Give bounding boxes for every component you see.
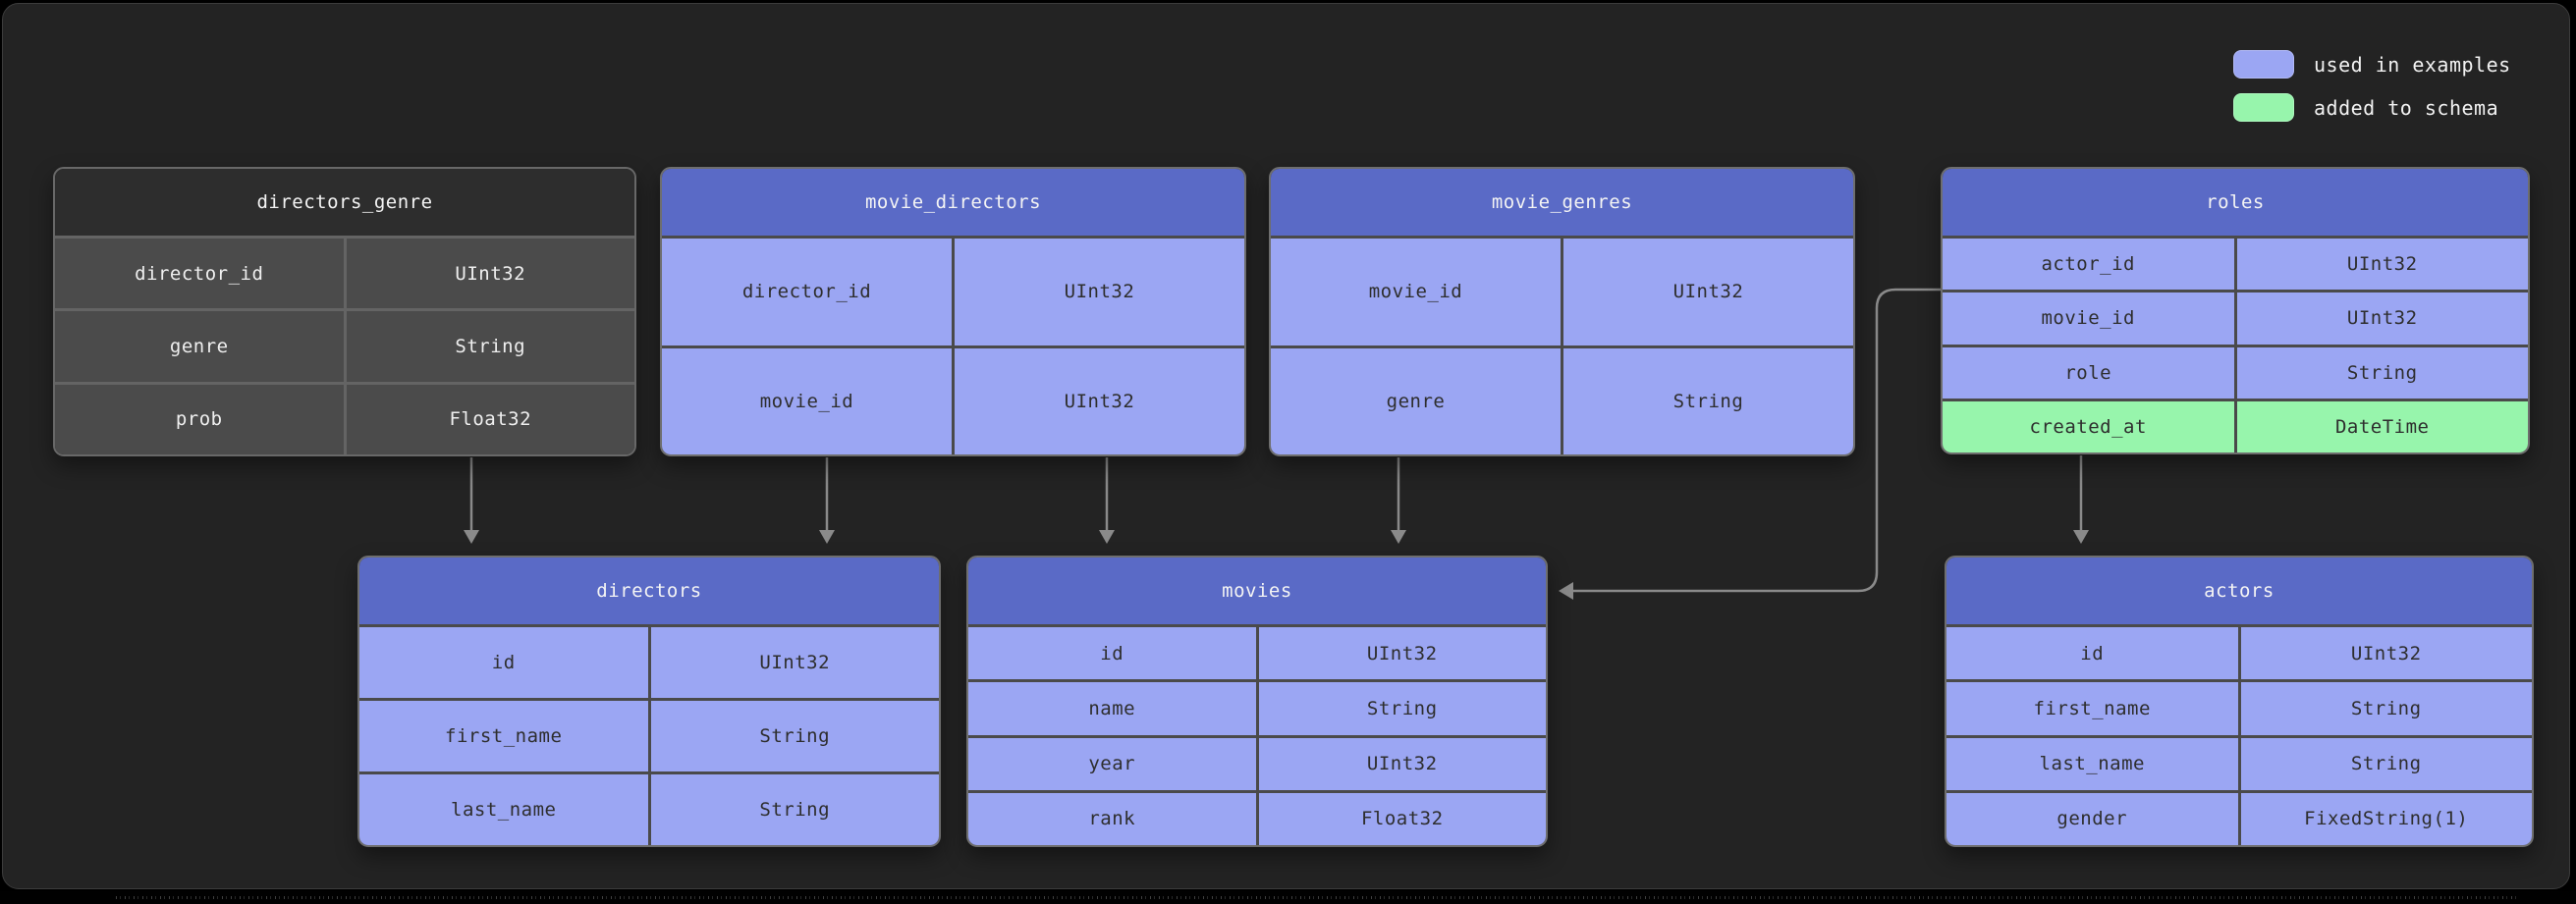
table-title-roles: roles	[1943, 169, 2528, 236]
field-name: movie_id	[759, 390, 854, 412]
table-title-movie_directors: movie_directors	[662, 169, 1244, 236]
table-fields-movie_genres: movie_id UInt32 genre String	[1271, 236, 1853, 454]
table-title-movies: movies	[968, 558, 1546, 624]
field-type: String	[1561, 347, 1853, 454]
field-row-movie_genres-genre: genre String	[1271, 345, 1853, 454]
field-type: String	[2237, 737, 2533, 790]
field-row-movies-rank: rank Float32	[968, 789, 1547, 845]
field-row-directors-id: id UInt32	[359, 624, 939, 698]
field-type: UInt32	[343, 239, 635, 309]
field-name: genre	[1386, 390, 1446, 412]
field-type: UInt32	[2233, 239, 2529, 291]
field-row-movies-name: name String	[968, 679, 1547, 735]
field-name: director_id	[741, 281, 872, 303]
field-row-actors-gender: gender FixedString(1)	[1946, 789, 2533, 845]
legend-swatch-green	[2233, 93, 2294, 122]
legend: used in examples added to schema	[2233, 50, 2511, 122]
field-name: first_name	[445, 725, 563, 747]
field-row-actors-id: id UInt32	[1946, 624, 2533, 680]
bottom-black-strip	[0, 891, 2576, 904]
field-row-directors-last_name: last_name String	[359, 771, 939, 845]
field-name: role	[2064, 361, 2112, 384]
field-row-roles-actor_id: actor_id UInt32	[1943, 236, 2529, 291]
field-type: UInt32	[2233, 292, 2529, 345]
table-title-directors_genre: directors_genre	[55, 169, 634, 236]
field-type: DateTime	[2233, 400, 2529, 452]
field-row-roles-created_at: created_at DateTime	[1943, 398, 2529, 452]
field-type: UInt32	[952, 347, 1244, 454]
field-name: prob	[175, 408, 223, 431]
field-type: UInt32	[647, 627, 940, 698]
field-type: UInt32	[1561, 239, 1853, 346]
field-type: UInt32	[1255, 737, 1547, 790]
field-type: Float32	[1255, 792, 1547, 845]
field-row-movie_directors-movie_id: movie_id UInt32	[662, 345, 1244, 454]
field-name: rank	[1088, 808, 1136, 830]
legend-item-added-to-schema: added to schema	[2233, 93, 2511, 122]
field-type: Float32	[343, 384, 635, 454]
table-fields-directors_genre: director_id UInt32 genre String prob Float32	[55, 236, 634, 454]
field-row-movies-year: year UInt32	[968, 734, 1547, 790]
field-name: genre	[169, 335, 229, 357]
field-name: created_at	[2029, 415, 2147, 438]
table-directors_genre: directors_genre director_id UInt32 genre Str…	[53, 167, 636, 456]
field-type: UInt32	[2237, 627, 2533, 680]
field-name: movie_id	[1368, 281, 1463, 303]
field-row-movie_genres-movie_id: movie_id UInt32	[1271, 236, 1853, 346]
field-name: gender	[2056, 808, 2128, 830]
legend-label: used in examples	[2314, 52, 2511, 77]
field-row-directors_genre-prob: prob Float32	[55, 381, 635, 454]
field-name: actor_id	[2041, 253, 2135, 276]
field-name: first_name	[2033, 697, 2151, 719]
field-type: String	[2233, 346, 2529, 399]
field-row-roles-role: role String	[1943, 344, 2529, 399]
field-type: String	[2237, 682, 2533, 735]
table-title-actors: actors	[1946, 558, 2532, 624]
field-name: last_name	[451, 799, 557, 821]
table-title-directors: directors	[359, 558, 939, 624]
field-name: year	[1088, 753, 1136, 775]
field-name: director_id	[135, 262, 264, 285]
field-type: UInt32	[1255, 627, 1547, 680]
field-type: UInt32	[952, 239, 1244, 346]
table-movie_genres: movie_genres movie_id UInt32 genre String	[1269, 167, 1855, 456]
field-type: String	[647, 774, 940, 845]
field-name: id	[491, 652, 516, 673]
legend-item-used-in-examples: used in examples	[2233, 50, 2511, 79]
field-row-movie_directors-director_id: director_id UInt32	[662, 236, 1244, 346]
field-type: String	[647, 701, 940, 771]
field-type: String	[343, 311, 635, 382]
field-row-roles-movie_id: movie_id UInt32	[1943, 290, 2529, 345]
field-row-directors_genre-genre: genre String	[55, 308, 635, 382]
field-type: FixedString(1)	[2237, 792, 2533, 845]
field-row-actors-first_name: first_name String	[1946, 679, 2533, 735]
legend-swatch-blue	[2233, 50, 2294, 79]
field-row-directors_genre-director_id: director_id UInt32	[55, 236, 635, 309]
field-row-actors-last_name: last_name String	[1946, 734, 2533, 790]
field-name: id	[2080, 642, 2105, 665]
field-type: String	[1255, 682, 1547, 735]
field-name: name	[1088, 697, 1136, 719]
field-name: movie_id	[2041, 307, 2135, 330]
field-name: last_name	[2039, 753, 2145, 775]
field-row-movies-id: id UInt32	[968, 624, 1547, 680]
field-row-directors-first_name: first_name String	[359, 698, 939, 771]
field-name: id	[1100, 642, 1124, 665]
table-title-movie_genres: movie_genres	[1271, 169, 1853, 236]
legend-label: added to schema	[2314, 95, 2499, 120]
